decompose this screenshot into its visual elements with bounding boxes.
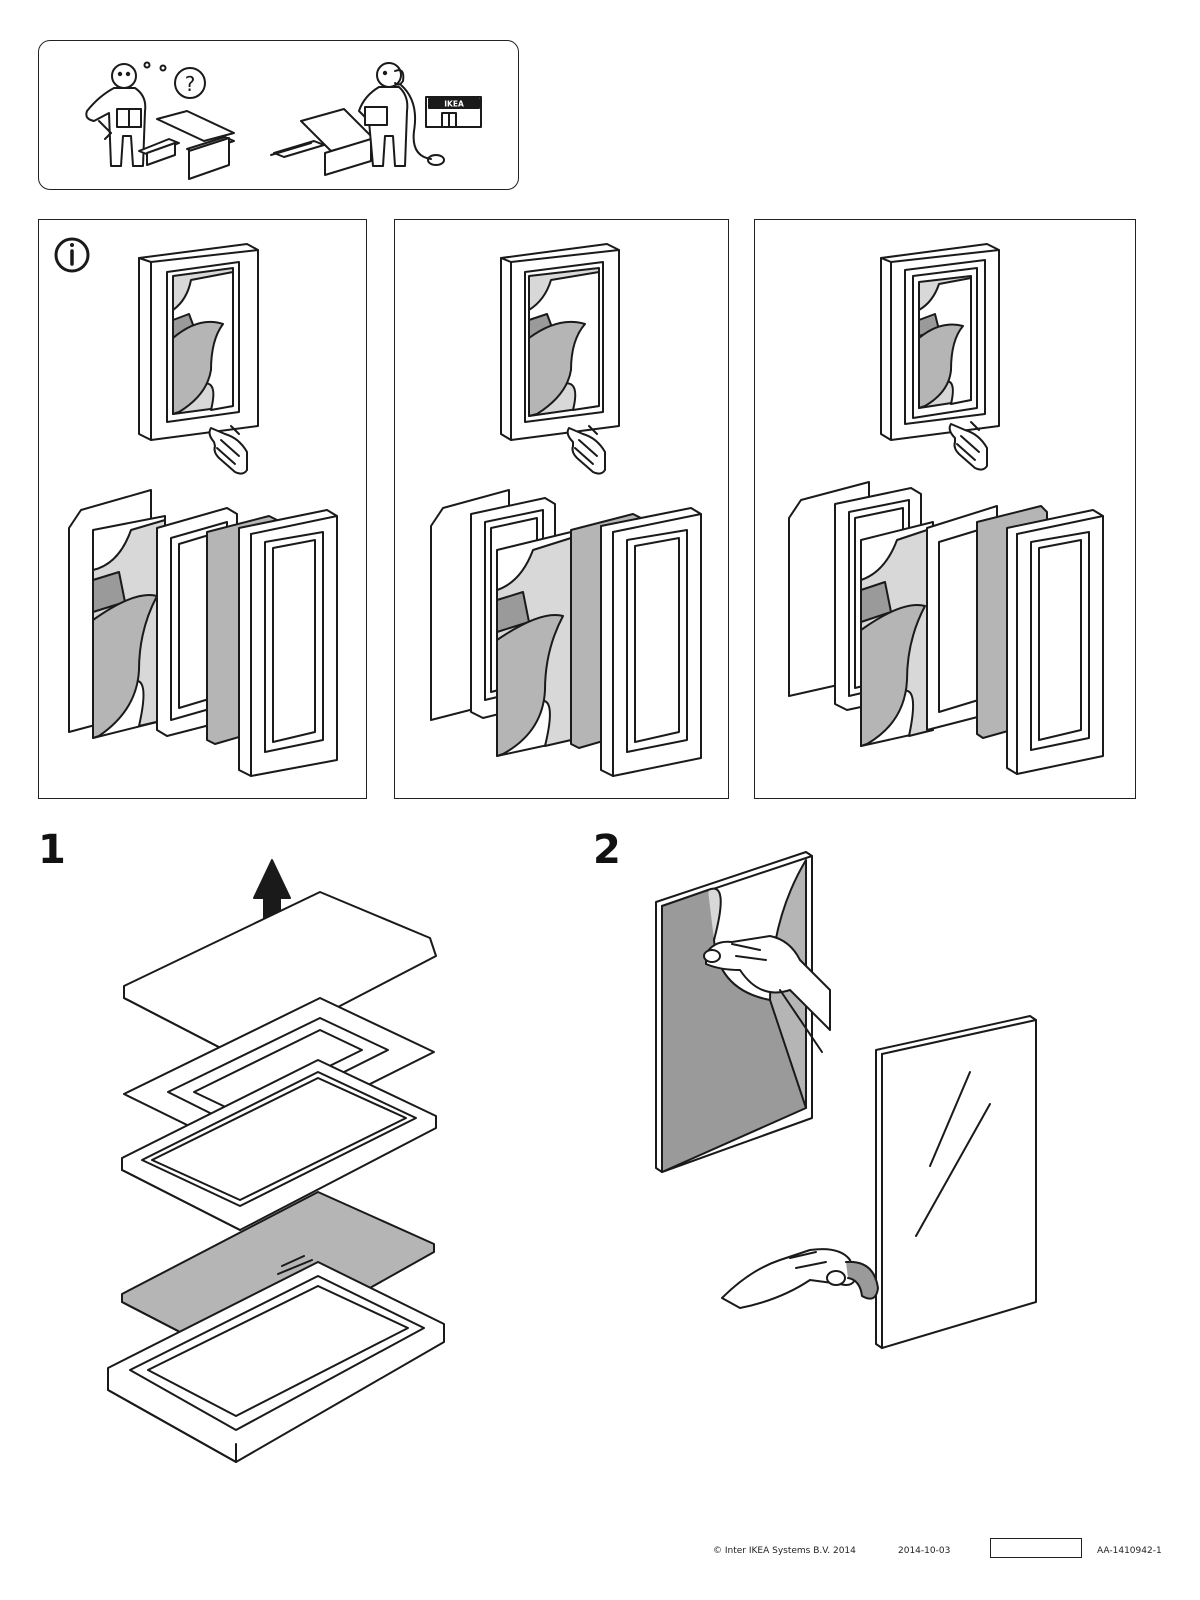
- hand-icon: [703, 935, 831, 1053]
- hand-icon: [566, 425, 606, 475]
- hand-icon: [948, 421, 988, 471]
- variant-1-illustration: [54, 237, 338, 777]
- front-frame: [238, 509, 338, 777]
- variant-panel-1: [38, 219, 367, 799]
- help-panel: ? IKEA: [38, 40, 519, 190]
- ikea-store-icon: [425, 96, 482, 128]
- glass-pane: [875, 1015, 1037, 1349]
- step-number-2: 2: [593, 827, 621, 873]
- help-illustration: ? IKEA: [85, 61, 482, 180]
- question-bubble: [174, 67, 206, 99]
- variant-2-illustration: [430, 243, 702, 777]
- step-1-illustration: [90, 850, 470, 1490]
- article-code: AA-1410942-1: [1097, 1546, 1162, 1556]
- hanging-frame: [880, 243, 1000, 441]
- store-sign-text: IKEA: [444, 100, 464, 109]
- copyright-text: © Inter IKEA Systems B.V. 2014: [713, 1546, 856, 1556]
- question-mark: ?: [185, 72, 196, 96]
- info-icon: [54, 237, 90, 273]
- hanging-frame: [138, 243, 259, 441]
- variant-3-illustration: [788, 243, 1104, 775]
- phone-person-icon: [358, 62, 445, 167]
- step-number-1: 1: [38, 827, 66, 873]
- hand-icon-2: [721, 1248, 879, 1309]
- variant-panel-2: [394, 219, 729, 799]
- hanging-frame: [500, 243, 620, 441]
- variant-panel-3: [754, 219, 1136, 799]
- hand-icon: [208, 425, 248, 475]
- date-text: 2014-10-03: [898, 1546, 951, 1556]
- step-2-illustration: [640, 840, 1060, 1360]
- confused-person-icon: [85, 63, 147, 167]
- blank-label-box: [990, 1538, 1082, 1558]
